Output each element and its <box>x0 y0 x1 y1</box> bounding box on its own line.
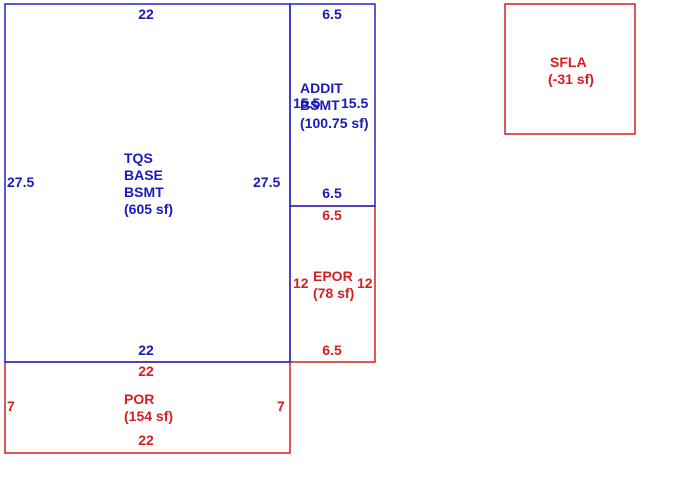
tqs-name-line3: BSMT <box>124 184 164 200</box>
epor-dim-left: 12 <box>293 275 309 291</box>
por-dim-left: 7 <box>7 398 15 414</box>
area-sfla[interactable]: SFLA (-31 sf) <box>504 3 636 135</box>
area-addit-bsmt[interactable]: 6.5 6.5 15.5 15.5 ADDIT BSMT (100.75 sf) <box>289 3 376 207</box>
addit-name-line2: BSMT <box>300 97 340 113</box>
addit-name-line1: ADDIT <box>300 80 343 96</box>
tqs-area: (605 sf) <box>124 201 173 217</box>
por-dim-right: 7 <box>277 398 285 414</box>
sfla-area: (-31 sf) <box>548 71 594 87</box>
tqs-dim-bottom: 22 <box>138 342 154 358</box>
epor-dim-top: 6.5 <box>322 207 342 223</box>
por-name: POR <box>124 391 154 407</box>
sfla-outline <box>504 3 636 135</box>
epor-dim-right: 12 <box>357 275 373 291</box>
area-tqs-base-bsmt[interactable]: 22 22 27.5 27.5 TQS BASE BSMT (605 sf) <box>4 3 291 363</box>
tqs-dim-right: 27.5 <box>253 174 280 190</box>
addit-dim-top: 6.5 <box>322 6 342 22</box>
area-epor[interactable]: 6.5 6.5 12 12 EPOR (78 sf) <box>289 205 376 363</box>
tqs-base-bsmt-outline <box>4 3 291 363</box>
addit-dim-left: 15.5 <box>293 95 320 111</box>
tqs-name-line2: BASE <box>124 167 163 183</box>
por-dim-bottom: 22 <box>138 432 154 448</box>
epor-area: (78 sf) <box>313 285 354 301</box>
addit-dim-bottom: 6.5 <box>322 185 342 201</box>
area-por[interactable]: 22 22 7 7 POR (154 sf) <box>4 361 291 454</box>
addit-bsmt-outline <box>289 3 376 207</box>
addit-area: (100.75 sf) <box>300 115 368 131</box>
tqs-dim-left: 27.5 <box>7 174 34 190</box>
por-dim-top: 22 <box>138 363 154 379</box>
sfla-name: SFLA <box>550 54 587 70</box>
tqs-dim-top: 22 <box>138 6 154 22</box>
epor-name: EPOR <box>313 268 353 284</box>
epor-dim-bottom: 6.5 <box>322 342 342 358</box>
addit-dim-right: 15.5 <box>341 95 368 111</box>
por-area: (154 sf) <box>124 408 173 424</box>
tqs-name-line1: TQS <box>124 150 153 166</box>
